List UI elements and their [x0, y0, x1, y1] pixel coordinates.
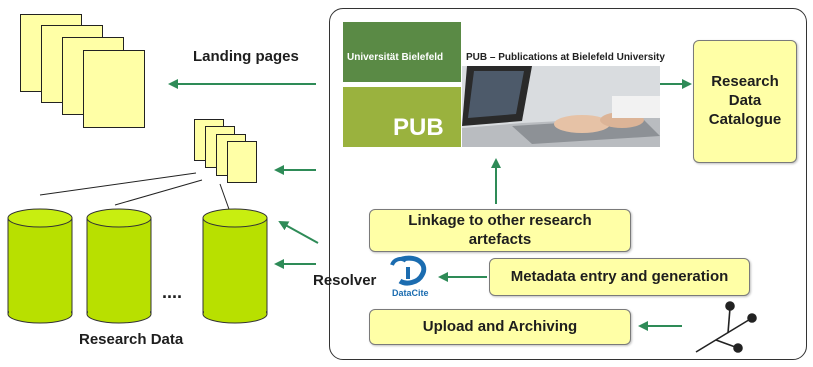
landing-pages-label: Landing pages [193, 48, 299, 65]
arrow-to-cylinder-diag [278, 221, 319, 244]
datacite-icon [390, 255, 427, 286]
pub-title: PUB – Publications at Bielefeld Universi… [466, 52, 665, 63]
pub-logo-text: PUB [393, 114, 444, 141]
pub-banner-green-bar [343, 22, 461, 82]
laptop-photo [462, 66, 660, 147]
small-page [227, 141, 257, 183]
linkage-box: Linkage to other research artefacts [369, 209, 631, 252]
landing-page [83, 50, 145, 128]
upload-box: Upload and Archiving [369, 309, 631, 345]
fan-line-right [219, 183, 231, 213]
data-cylinder-1 [7, 208, 73, 324]
research-data-label: Research Data [79, 331, 184, 348]
laptop-image [462, 66, 660, 147]
fan-line-left [39, 172, 197, 196]
ellipsis: .... [162, 282, 183, 302]
data-cylinder-2 [86, 208, 152, 324]
datacite-name: DataCite [392, 288, 429, 298]
university-name: Universität Bielefeld [347, 52, 444, 63]
pub-logo [343, 87, 461, 147]
fan-line-middle [114, 179, 203, 206]
metadata-box: Metadata entry and generation [489, 258, 750, 296]
pub-frame [329, 8, 807, 360]
research-data-catalogue-box: Research Data Catalogue [693, 40, 797, 163]
tree-icon [695, 301, 757, 353]
resolver-label: Resolver [313, 272, 377, 289]
datacite-logo: DataCite [388, 255, 440, 303]
data-cylinder-3 [202, 208, 268, 324]
